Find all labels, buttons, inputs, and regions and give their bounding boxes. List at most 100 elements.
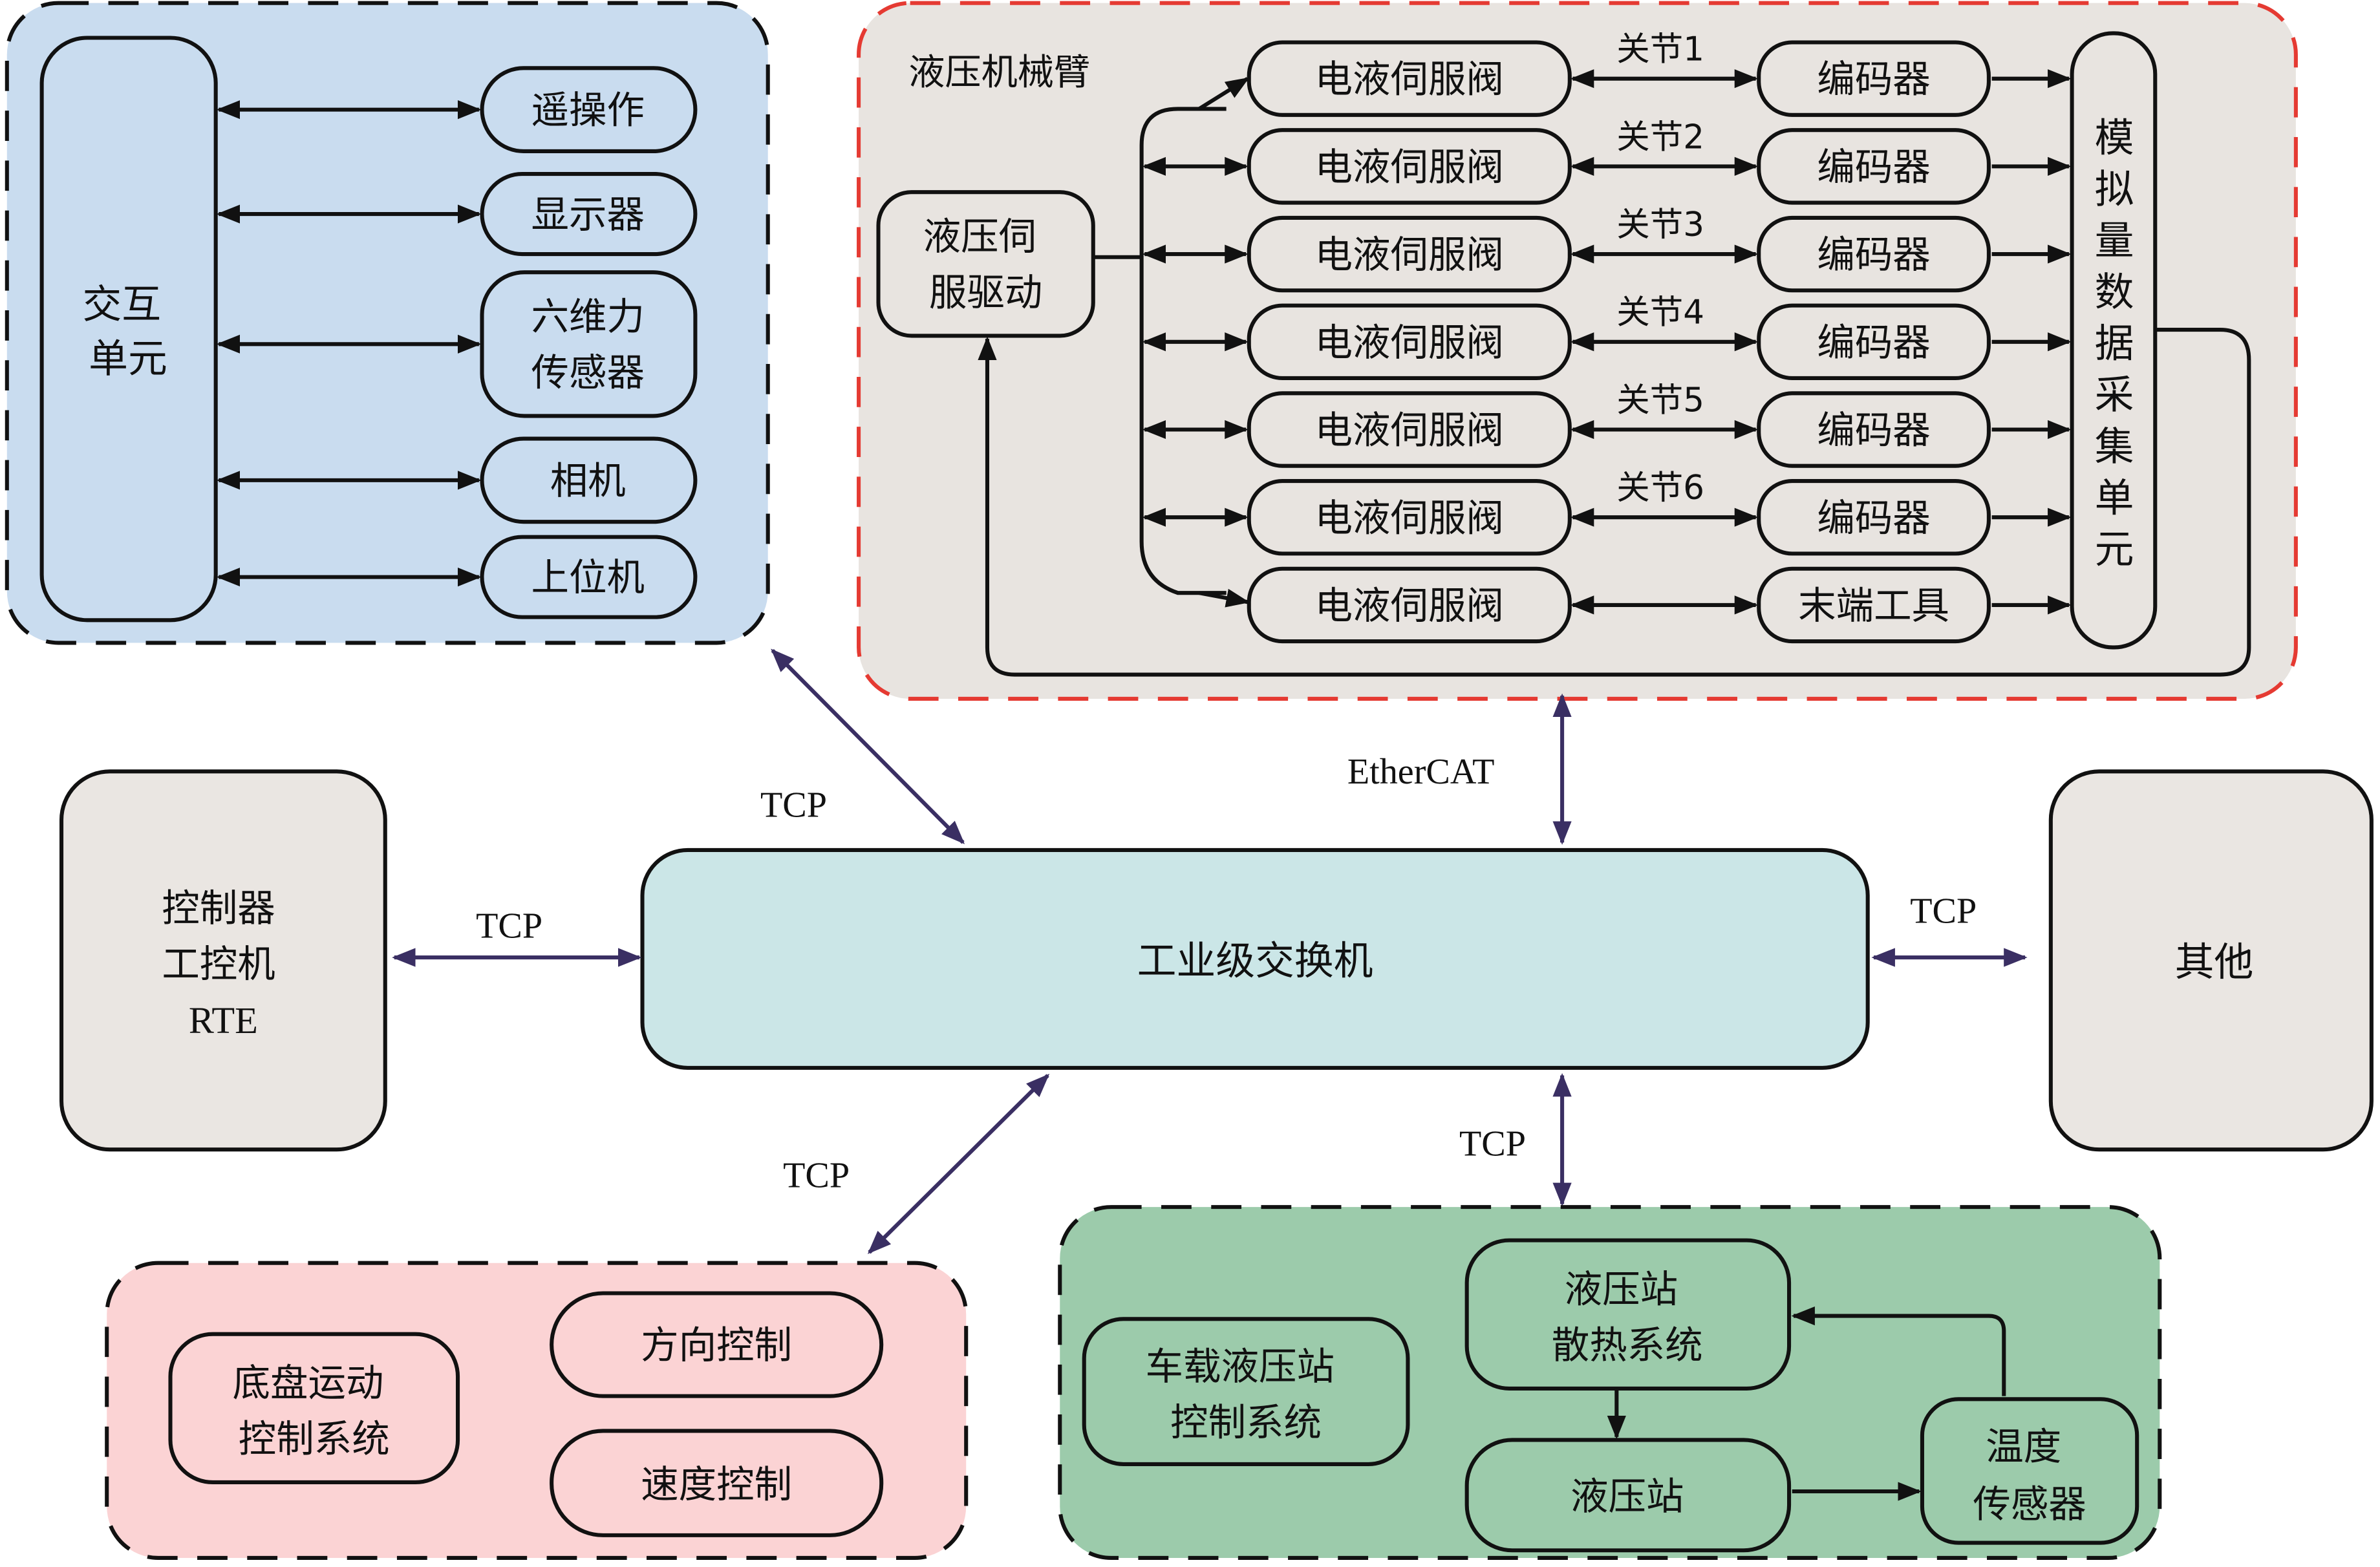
- hydraulic-station-box[interactable]: [1464, 1438, 1792, 1553]
- hydraulic-group-frame: [1058, 1205, 2162, 1561]
- interaction-item-label: 遥操作: [531, 89, 645, 133]
- encoder-box[interactable]: [1757, 128, 1991, 205]
- interaction-item-box[interactable]: [480, 172, 698, 257]
- link-interaction-arrow[interactable]: [771, 648, 965, 844]
- daq-label-char: 据: [2095, 321, 2134, 367]
- analog-daq-unit-box[interactable]: [2070, 31, 2158, 650]
- temperature-sensor-box[interactable]: [1920, 1397, 2139, 1545]
- encoder-label: 编码器: [1817, 233, 1930, 277]
- encoder-box[interactable]: [1757, 40, 1991, 117]
- sensor-to-cooling-arrow: [1791, 1306, 2006, 1396]
- daq-label-char: 数: [2095, 270, 2134, 315]
- daq-label-char: 拟: [2095, 167, 2134, 213]
- industrial-switch-label: 工业级交换机: [1137, 939, 1373, 984]
- encoder-box[interactable]: [1757, 391, 1991, 468]
- servo-valve-label: 电液伺服阀: [1315, 321, 1504, 365]
- interaction-item-box[interactable]: [480, 270, 698, 418]
- controller-box[interactable]: [59, 769, 387, 1152]
- hydraulic-arm-group: 液压机械臂 液压伺 服驱动 电液伺服阀编码器关节1电液伺服阀编码器关节2电液伺服…: [857, 1, 2298, 701]
- servo-valve-label: 电液伺服阀: [1315, 496, 1504, 540]
- interaction-item-label: 相机: [550, 459, 626, 503]
- other-box[interactable]: [2048, 769, 2374, 1152]
- direction-control-box[interactable]: [550, 1291, 884, 1398]
- interaction-item-label: 上位机: [531, 556, 645, 600]
- daq-label-char: 元: [2095, 527, 2134, 572]
- link-chassis-arrow[interactable]: [867, 1074, 1050, 1254]
- daq-label-char: 量: [2095, 219, 2134, 264]
- servo-valve-label: 电液伺服阀: [1315, 584, 1504, 628]
- hydraulic-servo-driver-box[interactable]: [876, 190, 1095, 338]
- chassis-motion-control-box[interactable]: [168, 1332, 460, 1485]
- joint-label: 关节3: [1616, 206, 1704, 244]
- servo-valve-box[interactable]: [1247, 479, 1572, 556]
- other-label: 其他: [2175, 940, 2254, 985]
- encoder-box[interactable]: [1757, 215, 1991, 293]
- arm-group-title: 液压机械臂: [908, 52, 1090, 94]
- joint-label: 关节4: [1616, 293, 1704, 332]
- interaction-unit-box[interactable]: [39, 36, 218, 623]
- vehicle-hydraulic-control-label: 车载液压站 控制系统: [1146, 1345, 1347, 1445]
- cooling-system-label: 液压站 散热系统: [1552, 1268, 1703, 1368]
- encoder-box[interactable]: [1757, 303, 1991, 380]
- chassis-motion-control-label: 底盘运动 控制系统: [233, 1361, 396, 1462]
- daq-label-char: 单: [2095, 476, 2134, 521]
- chassis-group-frame: [105, 1261, 969, 1561]
- encoder-label: 编码器: [1817, 321, 1930, 365]
- encoder-label: 编码器: [1817, 145, 1930, 189]
- joint-label: 关节5: [1616, 381, 1704, 420]
- servo-valve-box[interactable]: [1247, 303, 1572, 380]
- network-links: TCP EtherCAT TCP TCP TCP TCP: [392, 648, 2028, 1254]
- link-chassis-label: TCP: [783, 1156, 850, 1196]
- temperature-sensor-label: 温度 传感器: [1973, 1425, 2086, 1526]
- servo-valve-label: 电液伺服阀: [1315, 233, 1504, 277]
- hydraulic-station-group: 车载液压站 控制系统 液压站 散热系统 液压站 温度 传感器: [1058, 1205, 2162, 1561]
- interaction-item-box[interactable]: [480, 436, 698, 524]
- end-tool-box[interactable]: [1757, 566, 1991, 644]
- encoder-label: 编码器: [1817, 58, 1930, 101]
- end-tool-label: 末端工具: [1798, 584, 1949, 628]
- interaction-item-label: 六维力传感器: [531, 295, 645, 395]
- encoder-box[interactable]: [1757, 479, 1991, 556]
- hydraulic-servo-driver-label: 液压伺 服驱动: [923, 215, 1049, 315]
- bus-arrow-top: [1197, 77, 1250, 111]
- daq-feedback-line: [978, 328, 2251, 677]
- joint-label: 关节1: [1616, 30, 1704, 69]
- industrial-switch-box[interactable]: [640, 847, 1870, 1070]
- speed-control-label: 速度控制: [641, 1462, 792, 1506]
- daq-label-char: 采: [2095, 373, 2134, 418]
- interaction-group-frame: [5, 1, 770, 645]
- link-controller-label: TCP: [476, 906, 542, 946]
- daq-label-char: 模: [2095, 116, 2134, 161]
- arm-group-frame: [857, 1, 2298, 701]
- link-other-label: TCP: [1910, 891, 1977, 931]
- servo-valve-label: 电液伺服阀: [1315, 409, 1504, 453]
- valve-bus-line: [1139, 107, 1227, 595]
- servo-valve-label: 电液伺服阀: [1315, 145, 1504, 189]
- link-interaction-label: TCP: [760, 785, 827, 825]
- joint-label: 关节6: [1616, 469, 1704, 507]
- interaction-item-box[interactable]: [480, 535, 698, 619]
- interaction-unit-label: 交互 单元: [82, 282, 173, 381]
- direction-control-label: 方向控制: [641, 1323, 792, 1367]
- encoder-label: 编码器: [1817, 496, 1930, 540]
- servo-valve-box[interactable]: [1247, 391, 1572, 468]
- interaction-item-label: 显示器: [531, 193, 645, 237]
- hydraulic-station-label: 液压站: [1571, 1475, 1684, 1519]
- encoder-label: 编码器: [1817, 409, 1930, 453]
- servo-valve-label: 电液伺服阀: [1315, 58, 1504, 101]
- speed-control-box[interactable]: [550, 1429, 884, 1537]
- cooling-system-box[interactable]: [1464, 1238, 1792, 1391]
- interaction-item-box[interactable]: [480, 66, 698, 154]
- daq-label-char: 集: [2095, 424, 2134, 469]
- link-arm-label: EtherCAT: [1347, 752, 1495, 792]
- chassis-group: 底盘运动 控制系统 方向控制 速度控制: [105, 1261, 969, 1561]
- link-hydraulic-label: TCP: [1459, 1124, 1526, 1164]
- servo-valve-box[interactable]: [1247, 215, 1572, 293]
- controller-label: 控制器 工控机 RTE: [162, 886, 284, 1041]
- bus-arrow-bottom: [1198, 588, 1250, 608]
- servo-valve-box[interactable]: [1247, 128, 1572, 205]
- vehicle-hydraulic-control-box[interactable]: [1082, 1317, 1410, 1466]
